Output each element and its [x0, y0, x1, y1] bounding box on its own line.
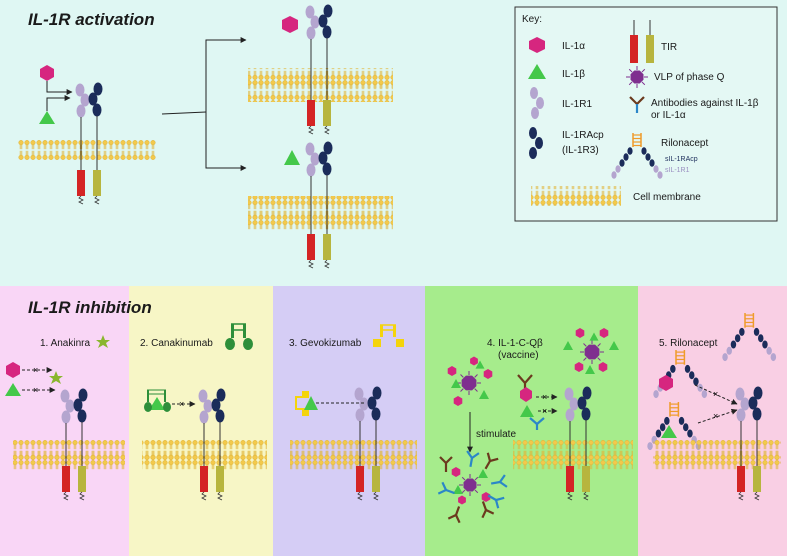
p2-canakinumab-complex	[144, 389, 171, 412]
gevokizumab-icon	[373, 324, 404, 347]
p2-block-mark: ×	[179, 399, 184, 409]
membrane-il1b-complex	[248, 196, 393, 230]
panel-gevokizumab-title: 3. Gevokizumab	[289, 338, 362, 349]
key-il1b-icon	[528, 64, 546, 79]
p5-il1b	[661, 425, 677, 438]
key-il1racp-alt-label: (IL-1R3)	[562, 145, 599, 156]
panel-rilonacept-title: 5. Rilonacept	[659, 338, 718, 349]
p1-il1b	[5, 383, 21, 396]
rilonacept-icon	[722, 313, 777, 362]
antibody-cluster	[437, 450, 508, 524]
receptor-pair-p3	[354, 386, 382, 501]
key-membrane-icon	[531, 186, 621, 206]
key-il1racp-label: IL-1RAcp	[562, 130, 604, 141]
key-il1racp-icon	[529, 127, 543, 159]
panel-anakinra-title: 1. Anakinra	[40, 338, 90, 349]
branch-line	[161, 111, 207, 115]
membrane-p5	[653, 440, 781, 470]
p3-gevokizumab-complex	[295, 391, 318, 416]
vaccine-icon	[563, 328, 619, 374]
rilonacept-complex-a	[653, 350, 708, 399]
key-antibody-icon	[629, 96, 645, 113]
p1-block-mark-a: ×	[33, 365, 38, 375]
ligand-bind-arrow-b	[46, 95, 71, 111]
key-rilonacept-icon	[611, 133, 663, 179]
anakinra-icon	[96, 335, 110, 348]
p5-blocked-arrow-a	[694, 384, 738, 405]
stimulate-label: stimulate	[476, 429, 516, 440]
il1b-ligand-initial	[39, 111, 55, 124]
key-tir-icon	[630, 20, 654, 63]
rilonacept-panel	[638, 286, 787, 556]
il1b-bound	[284, 150, 300, 165]
panel-canakinumab-title: 2. Canakinumab	[140, 338, 213, 349]
membrane-p1	[13, 440, 125, 470]
receptor-pair-p2	[198, 388, 226, 501]
p4-antibody-complex	[517, 374, 545, 430]
activation-title: IL-1R activation	[28, 10, 155, 29]
key-antibody-label-1: Antibodies against IL-1β	[651, 98, 759, 109]
inhibition-title: IL-1R inhibition	[28, 298, 152, 317]
p5-il1a	[659, 375, 673, 391]
key-tir-label: TIR	[661, 42, 677, 53]
ligand-bind-arrow-a	[46, 81, 73, 95]
membrane-p4	[513, 440, 633, 470]
vaccine-particle	[447, 356, 493, 406]
key-il1r1-label: IL-1R1	[562, 99, 592, 110]
p1-block-mark-b: ×	[33, 385, 38, 395]
il1a-ligand-initial	[40, 65, 54, 81]
canakinumab-icon	[225, 323, 253, 350]
receptor-pair-p4	[564, 386, 592, 501]
receptor-pair-il1a	[305, 4, 333, 135]
p1-anakinra-bound	[49, 371, 63, 384]
key-vlp-icon	[626, 66, 648, 88]
panel-vaccine-subtitle: (vaccine)	[498, 350, 539, 361]
receptor-pair-p1	[60, 388, 88, 501]
receptor-pair-p5	[735, 386, 763, 501]
key-rilonacept-label: Rilonacept	[661, 138, 708, 149]
key-il1r1-icon	[530, 87, 544, 119]
key-sil1r1-label: sIL-1R1	[665, 167, 690, 174]
p4-block-mark-a: ×	[542, 392, 547, 402]
gevokizumab-panel	[273, 286, 425, 556]
key-il1a-icon	[529, 37, 545, 53]
rilonacept-complex-b	[647, 402, 702, 451]
panel-vaccine-title: 4. IL-1-C-Qβ	[487, 338, 543, 349]
p4-block-mark-b: ×	[542, 406, 547, 416]
key-heading: Key:	[522, 14, 542, 25]
key-antibody-label-2: or IL-1α	[651, 110, 686, 121]
key-sil1racp-label: sIL-1RAcp	[665, 156, 698, 163]
receptor-pair-initial	[75, 82, 103, 205]
receptor-pair-il1b	[305, 141, 333, 269]
key-il1b-label: IL-1β	[562, 69, 585, 80]
p5-block-mark-b: ×	[713, 411, 718, 421]
p1-il1a	[6, 362, 20, 378]
il1a-bound	[282, 16, 298, 33]
branch-arrow-up	[205, 37, 247, 112]
membrane-initial	[18, 140, 156, 160]
p5-blocked-arrow-b	[697, 408, 738, 424]
p5-block-mark-a: ×	[713, 389, 718, 399]
membrane-p3	[290, 440, 417, 470]
key-membrane-label: Cell membrane	[633, 192, 701, 203]
key-vlp-label: VLP of phase Q	[654, 72, 725, 83]
membrane-il1a-complex	[248, 68, 393, 102]
key-il1a-label: IL-1α	[562, 41, 585, 52]
branch-arrow-down	[205, 112, 247, 171]
